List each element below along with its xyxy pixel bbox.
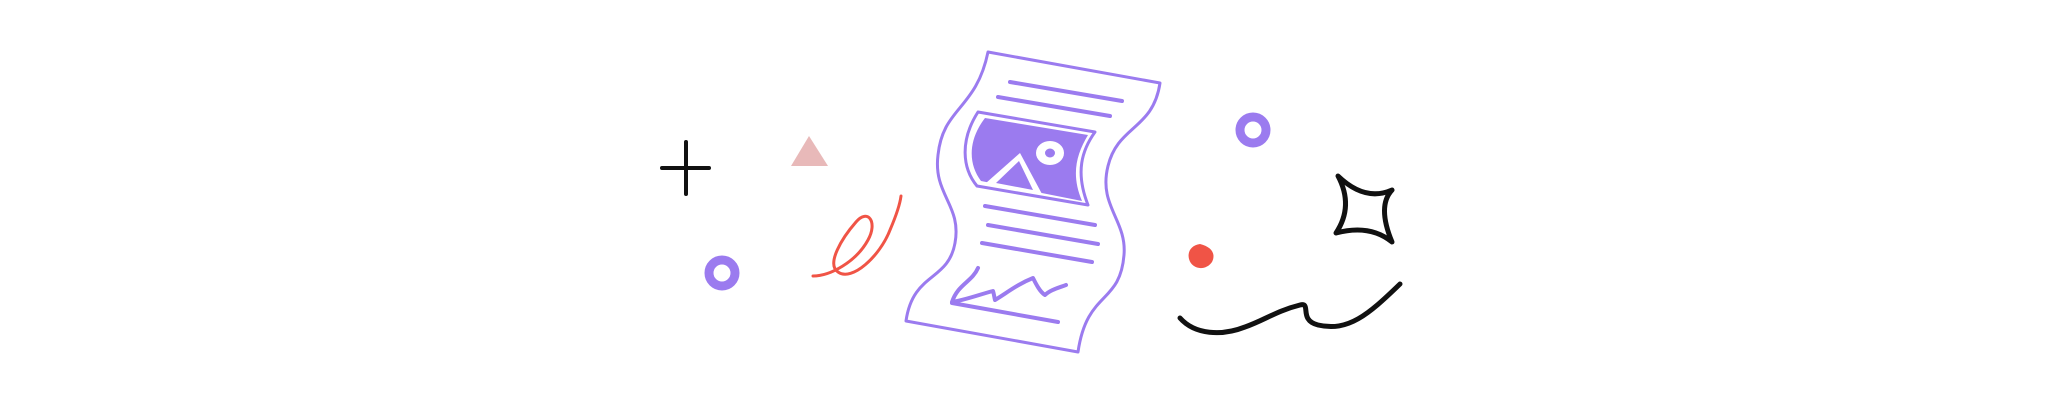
dot-icon: [1188, 244, 1214, 269]
ring-icon: [704, 255, 740, 291]
triangle-icon: [791, 136, 828, 166]
wavy-document-icon: [904, 50, 1162, 354]
squiggle-icon: [1177, 281, 1403, 336]
image-icon: [963, 110, 1097, 207]
sparkle-icon: [1333, 173, 1395, 245]
ring-icon: [1235, 112, 1271, 148]
plus-icon: [660, 140, 711, 196]
ink-loop-icon: [811, 194, 903, 278]
